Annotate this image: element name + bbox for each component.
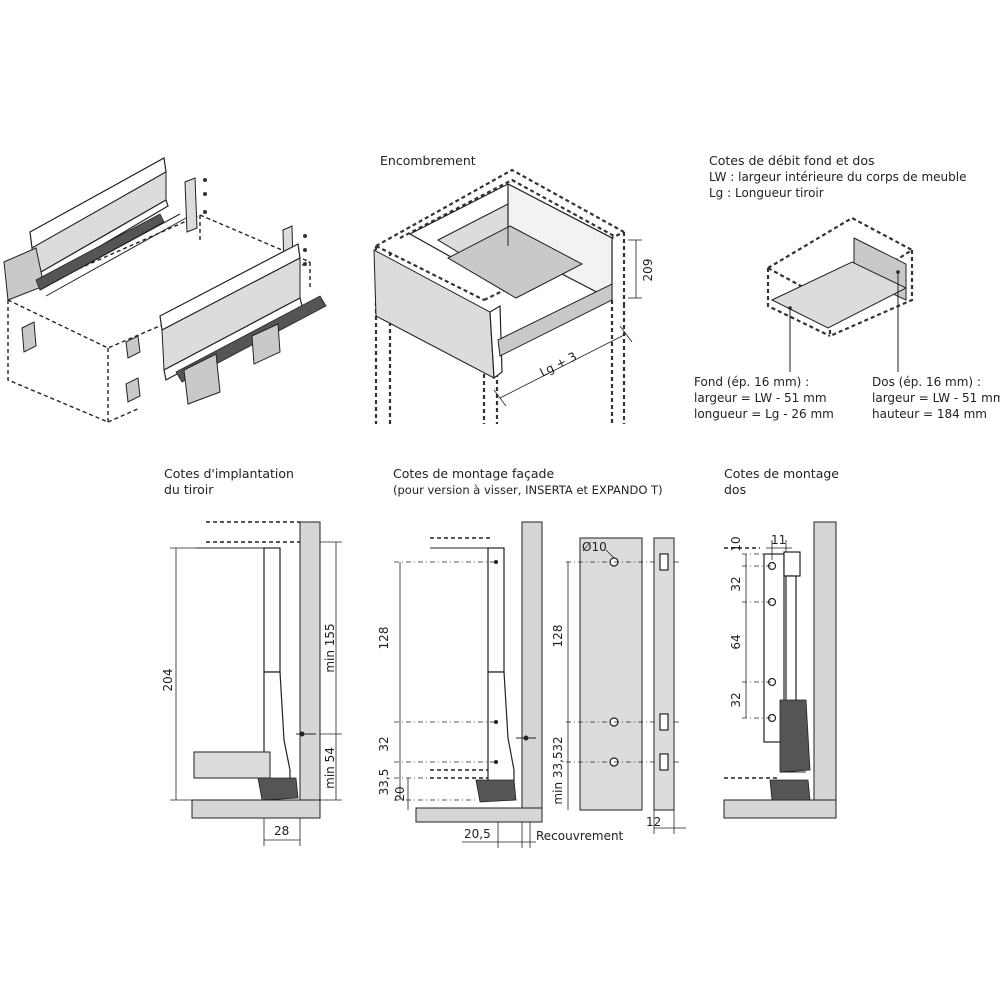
dos-hauteur: hauteur = 184 mm — [872, 407, 987, 421]
dos-dim-32a: 32 — [729, 576, 743, 591]
facade-dim-min33-5: min 33,5 — [551, 751, 565, 804]
facade-dim-128b: 128 — [551, 625, 565, 648]
dim-204: 204 — [161, 669, 175, 692]
debit-view: Cotes de débit fond et dos LW : largeur … — [694, 153, 1000, 421]
implantation-title-2: du tiroir — [164, 482, 214, 497]
facade-dim-diam10: Ø10 — [582, 540, 607, 554]
exploded-assembly-view — [3, 157, 327, 423]
dos-largeur: largeur = LW - 51 mm — [872, 391, 1000, 405]
facade-dim-32: 32 — [377, 736, 391, 751]
facade-subtitle: (pour version à visser, INSERTA et EXPAN… — [393, 483, 663, 497]
dos-dim-32b: 32 — [729, 692, 743, 707]
encombrement-view: Encombrement 209 Lg + 3 — [373, 153, 655, 424]
dos-dim-64: 64 — [729, 634, 743, 649]
dim-min54: min 54 — [323, 747, 337, 789]
dos-view: Cotes de montage dos 10 32 64 32 — [723, 466, 839, 819]
facade-title: Cotes de montage façade — [393, 466, 554, 481]
dim-28: 28 — [274, 824, 289, 838]
recouvrement-label: Recouvrement — [536, 829, 624, 843]
encombrement-length-dim: Lg + 3 — [537, 349, 579, 379]
debit-line-lw: LW : largeur intérieure du corps de meub… — [709, 170, 966, 184]
encombrement-title: Encombrement — [380, 153, 476, 168]
facade-view: Cotes de montage façade (pour version à … — [377, 466, 686, 848]
fond-largeur: largeur = LW - 51 mm — [694, 391, 827, 405]
cabinet-side-wall — [299, 521, 321, 819]
dos-title-1: Cotes de montage — [724, 466, 839, 481]
front-fixing-icon — [21, 321, 141, 403]
encombrement-height-dim: 209 — [641, 259, 655, 282]
facade-dim-128: 128 — [377, 627, 391, 650]
implantation-view: Cotes d'implantation du tiroir 204 min 1… — [161, 466, 342, 846]
fond-longueur: longueur = Lg - 26 mm — [694, 407, 834, 421]
dos-dim-10: 10 — [729, 536, 743, 551]
facade-dim-32b: 32 — [551, 736, 565, 751]
dos-label: Dos (ép. 16 mm) : — [872, 375, 981, 389]
cabinet-bottom — [191, 799, 321, 819]
debit-title: Cotes de débit fond et dos — [709, 153, 875, 168]
facade-dim-20: 20 — [393, 786, 407, 801]
dos-title-2: dos — [724, 482, 746, 497]
fond-label: Fond (ép. 16 mm) : — [694, 375, 809, 389]
screw-icon — [203, 178, 307, 266]
dos-dim-11: 11 — [771, 533, 786, 547]
facade-dim-33-5: 33,5 — [377, 769, 391, 796]
implantation-title-1: Cotes d'implantation — [164, 466, 294, 481]
debit-line-lg: Lg : Longueur tiroir — [709, 186, 824, 200]
front-panel-side — [653, 537, 675, 811]
front-panel-face — [579, 537, 643, 811]
dim-min155: min 155 — [323, 623, 337, 672]
facade-dim-12: 12 — [646, 815, 661, 829]
facade-dim-20-5: 20,5 — [464, 827, 491, 841]
